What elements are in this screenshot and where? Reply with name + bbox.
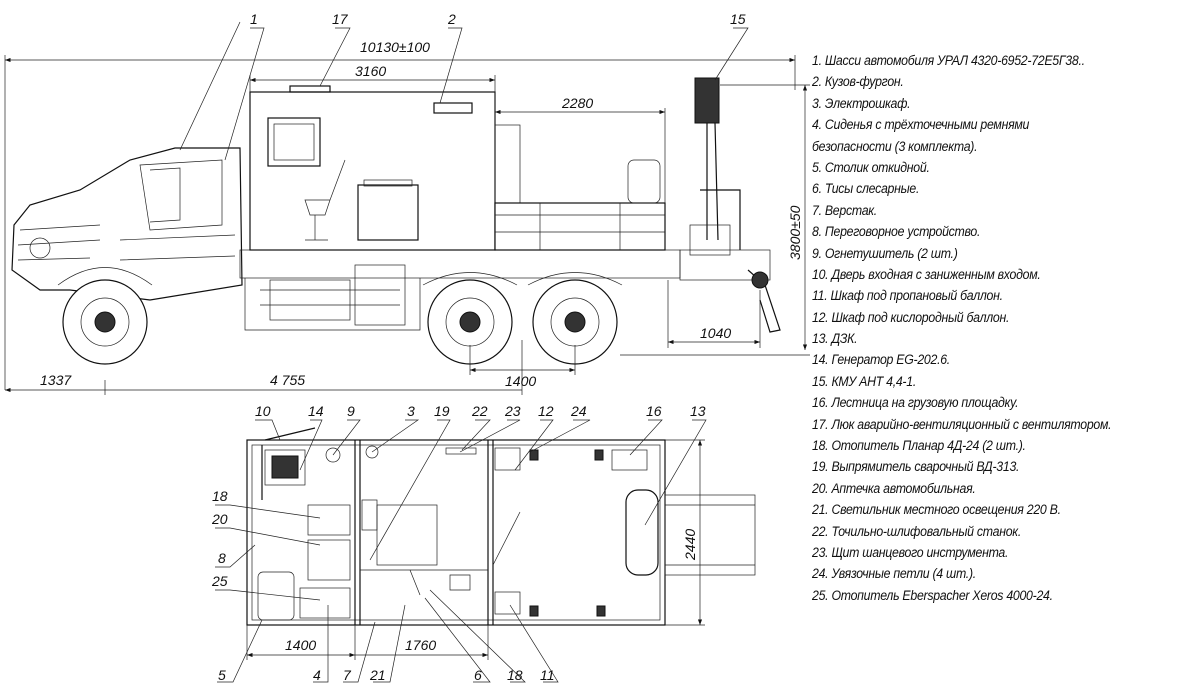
cargo-platform xyxy=(494,202,666,251)
callout-4: 4 xyxy=(313,667,321,683)
callout-9: 9 xyxy=(347,403,355,419)
legend-item: 21. Светильник местного освещения 220 В. xyxy=(812,502,1061,518)
legend-item: 6. Тисы слесарные. xyxy=(812,181,920,197)
legend-item: 7. Верстак. xyxy=(812,202,877,218)
callout-17: 17 xyxy=(332,11,349,27)
plan-view: 2440 1400 1760 10 14 9 3 19 22 23 12 24 … xyxy=(211,403,756,683)
truck-cab xyxy=(11,147,243,301)
van-body xyxy=(249,91,496,251)
legend-item: безопасности (3 комплекта). xyxy=(812,138,978,154)
dim-plan-width: 2440 xyxy=(682,529,698,561)
callout-12: 12 xyxy=(538,403,554,419)
callout-14: 14 xyxy=(308,403,324,419)
chassis-frame xyxy=(239,249,681,279)
legend-item: 22. Точильно-шлифовальный станок. xyxy=(812,523,1021,539)
callout-5: 5 xyxy=(218,667,226,683)
callout-10: 10 xyxy=(255,403,271,419)
dim-bogie: 1400 xyxy=(505,373,536,389)
ladder xyxy=(664,494,756,576)
legend-item: 1. Шасси автомобиля УРАЛ 4320-6952-72Е5Г… xyxy=(812,53,1085,68)
legend-item: 13. ДЗК. xyxy=(812,331,858,347)
callout-21: 21 xyxy=(369,667,386,683)
legend-item: 3. Электрошкаф. xyxy=(812,95,911,111)
legend-item: 2. Кузов-фургон. xyxy=(812,74,904,90)
legend-item: 23. Щит шанцевого инструмента. xyxy=(812,544,1009,560)
legend-item: 8. Переговорное устройство. xyxy=(812,224,981,240)
callout-15: 15 xyxy=(730,11,746,27)
callout-8: 8 xyxy=(218,550,226,566)
dim-front-overhang: 1337 xyxy=(40,372,72,388)
dim-van-length: 3160 xyxy=(355,63,386,79)
legend-item: 16. Лестница на грузовую площадку. xyxy=(812,395,1019,411)
legend-item: 17. Люк аварийно-вентиляционный с вентил… xyxy=(812,416,1112,432)
legend-item: 14. Генератор EG-202.6. xyxy=(812,352,950,368)
legend-item: 25. Отопитель Eberspacher Xeros 4000-24. xyxy=(812,587,1053,603)
callout-19: 19 xyxy=(434,403,450,419)
callout-20: 20 xyxy=(211,511,228,527)
callout-6: 6 xyxy=(474,667,482,683)
legend-item: 11. Шкаф под пропановый баллон. xyxy=(812,288,1003,304)
wheel-front xyxy=(62,279,148,365)
legend-item: 18. Отопитель Планар 4Д-24 (2 шт.). xyxy=(812,438,1026,454)
wheel-rear-2 xyxy=(532,279,618,365)
legend-item: 10. Дверь входная с заниженным входом. xyxy=(812,266,1041,282)
callout-2: 2 xyxy=(447,11,456,27)
callout-18-bottom: 18 xyxy=(507,667,523,683)
callout-11: 11 xyxy=(540,667,555,683)
callout-23: 23 xyxy=(504,403,521,419)
legend-item: 9. Огнетушитель (2 шт.) xyxy=(812,245,958,261)
wheel-rear-1 xyxy=(427,279,513,365)
crane xyxy=(679,77,781,333)
dim-plan-section-1: 1400 xyxy=(285,637,316,653)
legend-item: 20. Аптечка автомобильная. xyxy=(812,480,976,496)
legend: 1. Шасси автомобиля УРАЛ 4320-6952-72Е5Г… xyxy=(812,50,1137,606)
legend-item: 19. Выпрямитель сварочный ВД-313. xyxy=(812,459,1020,475)
legend-item: 24. Увязочные петли (4 шт.). xyxy=(812,566,976,582)
legend-item: 12. Шкаф под кислородный баллон. xyxy=(812,309,1010,325)
dim-rear-overhang: 1040 xyxy=(700,325,731,341)
legend-item: 4. Сиденья с трёхточечными ремнями xyxy=(812,117,1030,133)
callout-22: 22 xyxy=(471,403,488,419)
callout-13: 13 xyxy=(690,403,706,419)
legend-item: 5. Столик откидной. xyxy=(812,159,930,175)
dim-plan-section-2: 1760 xyxy=(405,637,436,653)
callout-16: 16 xyxy=(646,403,662,419)
callout-3: 3 xyxy=(407,403,415,419)
dim-overall-length: 10130±100 xyxy=(360,39,430,55)
callout-24: 24 xyxy=(570,403,587,419)
side-view: 10130±100 3160 2280 3800±50 1040 1337 4 … xyxy=(4,11,810,395)
callout-25: 25 xyxy=(211,573,228,589)
callout-7: 7 xyxy=(343,667,352,683)
dim-overall-height: 3800±50 xyxy=(787,205,803,260)
callout-1: 1 xyxy=(250,11,258,27)
legend-item: 15. КМУ АНТ 4,4-1. xyxy=(812,373,916,389)
dim-platform-length: 2280 xyxy=(561,95,593,111)
dim-wheelbase: 4 755 xyxy=(270,372,305,388)
callout-18-left: 18 xyxy=(212,488,228,504)
